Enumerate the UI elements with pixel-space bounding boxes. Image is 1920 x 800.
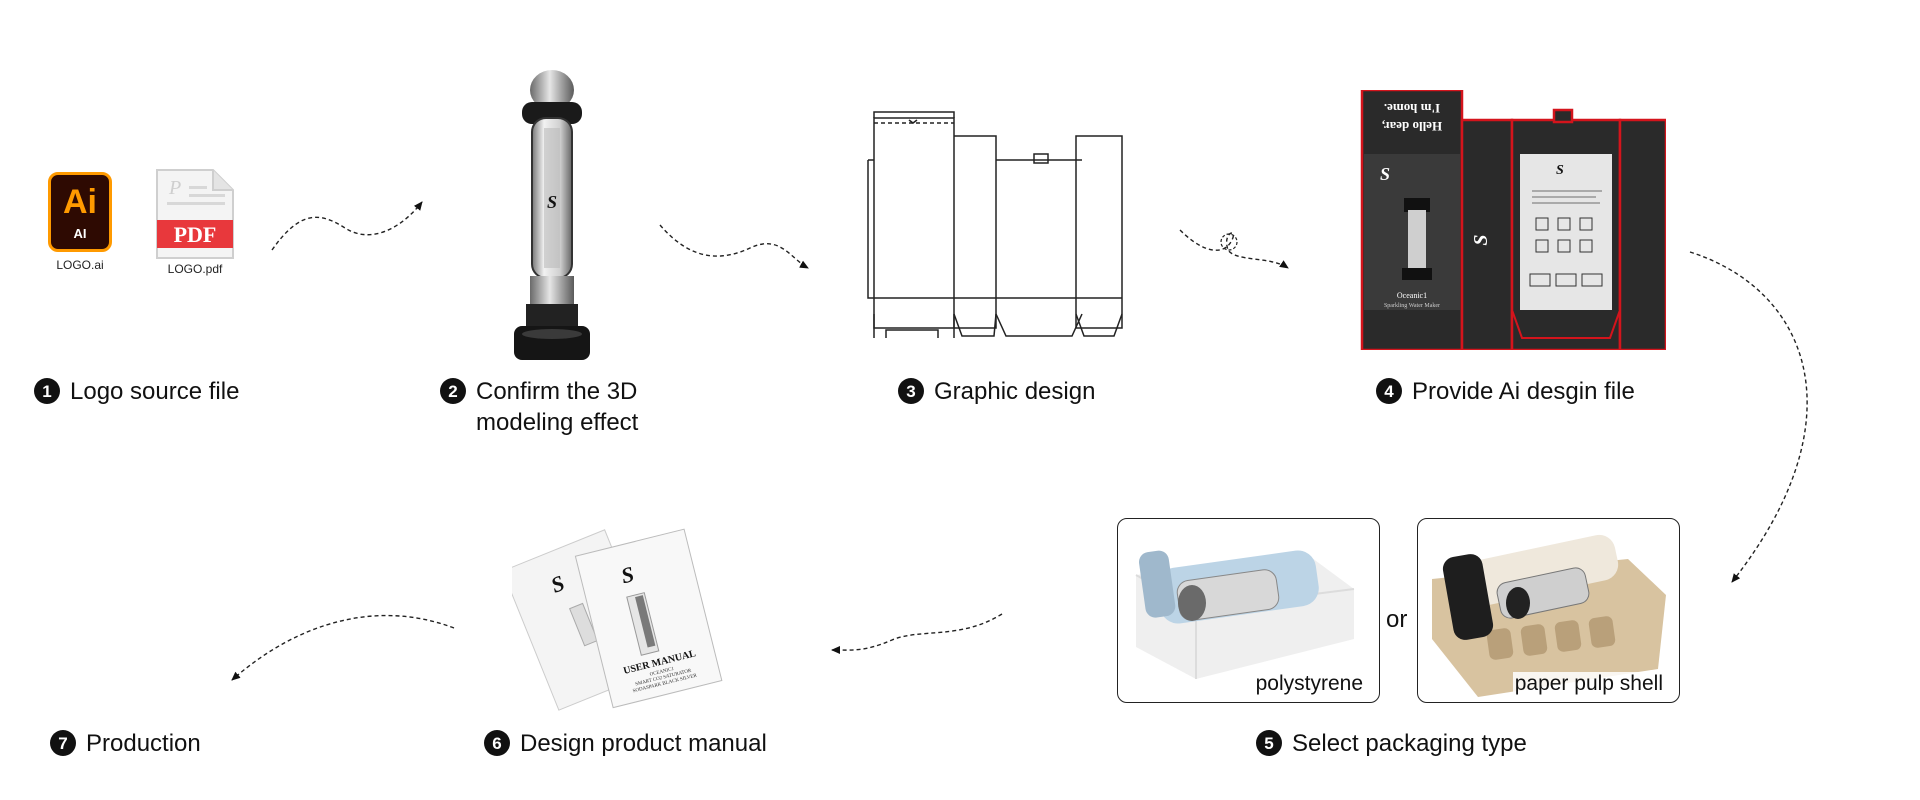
step-6-number: 6 (484, 730, 510, 756)
step-6-label: 6 Design product manual (484, 728, 767, 759)
box-slogan-line2: I'm home. (1384, 101, 1440, 116)
step-1-label: 1 Logo source file (34, 376, 239, 407)
step-6-title: Design product manual (520, 730, 767, 757)
arrow-loop-marker (1220, 233, 1238, 251)
pdf-file[interactable]: P PDF LOGO.pdf (152, 168, 238, 276)
svg-text:S: S (1470, 234, 1492, 245)
arrow-6-to-7 (231, 614, 455, 681)
polystyrene-label: polystyrene (1253, 672, 1365, 696)
polystyrene-tray-image (1135, 550, 1355, 679)
arrow-2-to-3 (659, 224, 809, 269)
step-5-number: 5 (1256, 730, 1282, 756)
step-7-title: Production (86, 730, 201, 757)
step-5-label: 5 Select packaging type (1256, 728, 1527, 759)
arrow-4-to-5 (1689, 251, 1808, 583)
printed-box-dieline: Hello dear, I'm home. S Oceanic1 Sparkli… (1360, 90, 1666, 350)
step-1-title: Logo source file (70, 378, 240, 405)
step-2-label: 2 Confirm the 3D modeling effect (440, 376, 638, 438)
arrow-5-to-6 (831, 613, 1003, 655)
arrow-3-to-4 (1179, 229, 1289, 269)
step-2-title-line2: modeling effect (476, 409, 639, 436)
svg-text:S: S (1380, 164, 1390, 184)
ai-icon-subtext: AI (73, 226, 87, 241)
manual-line1: OCEANIC1 (649, 667, 675, 678)
step-5-title: Select packaging type (1292, 730, 1527, 757)
ai-file[interactable]: Ai AI LOGO.ai (44, 172, 116, 272)
step-1-number: 1 (34, 378, 60, 404)
step-7-number: 7 (50, 730, 76, 756)
or-connector: or (1386, 606, 1408, 633)
pdf-icon: P PDF (156, 169, 234, 259)
adobe-illustrator-icon: Ai AI (48, 172, 112, 252)
step-4-number: 4 (1376, 378, 1402, 404)
step-3-number: 3 (898, 378, 924, 404)
svg-text:P: P (168, 177, 181, 199)
paper-pulp-label: paper pulp shell (1512, 672, 1665, 696)
packaging-option-polystyrene[interactable]: polystyrene (1117, 518, 1380, 703)
ai-file-caption: LOGO.ai (56, 258, 104, 272)
box-product-name: Oceanic1 (1397, 291, 1427, 300)
box-slogan-line1: Hello dear, (1382, 119, 1442, 134)
step-7-label: 7 Production (50, 728, 201, 759)
paper-pulp-tray-image (1432, 534, 1666, 697)
step-2-title-line1: Confirm the 3D (476, 378, 638, 405)
ai-icon-text: Ai (63, 183, 97, 221)
soda-maker-3d-render: S (514, 70, 590, 360)
box-dieline-drawing (867, 111, 1123, 338)
product-manual-booklets: S S USER MANUAL OCEANIC1 SMART CO2 SATUR… (512, 528, 723, 711)
box-product-sub: Sparkling Water Maker (1384, 303, 1440, 309)
pdf-icon-text: PDF (174, 222, 217, 247)
step-4-label: 4 Provide Ai desgin file (1376, 376, 1635, 407)
step-2-number: 2 (440, 378, 466, 404)
svg-text:S: S (1556, 163, 1564, 178)
svg-text:S: S (547, 192, 557, 212)
packaging-option-paper-pulp[interactable]: paper pulp shell (1417, 518, 1680, 703)
step-3-label: 3 Graphic design (898, 376, 1095, 407)
step-4-title: Provide Ai desgin file (1412, 378, 1635, 405)
pdf-file-caption: LOGO.pdf (167, 262, 223, 276)
arrow-1-to-2 (271, 201, 423, 251)
svg-text:S: S (619, 561, 637, 588)
step-3-title: Graphic design (934, 378, 1096, 405)
